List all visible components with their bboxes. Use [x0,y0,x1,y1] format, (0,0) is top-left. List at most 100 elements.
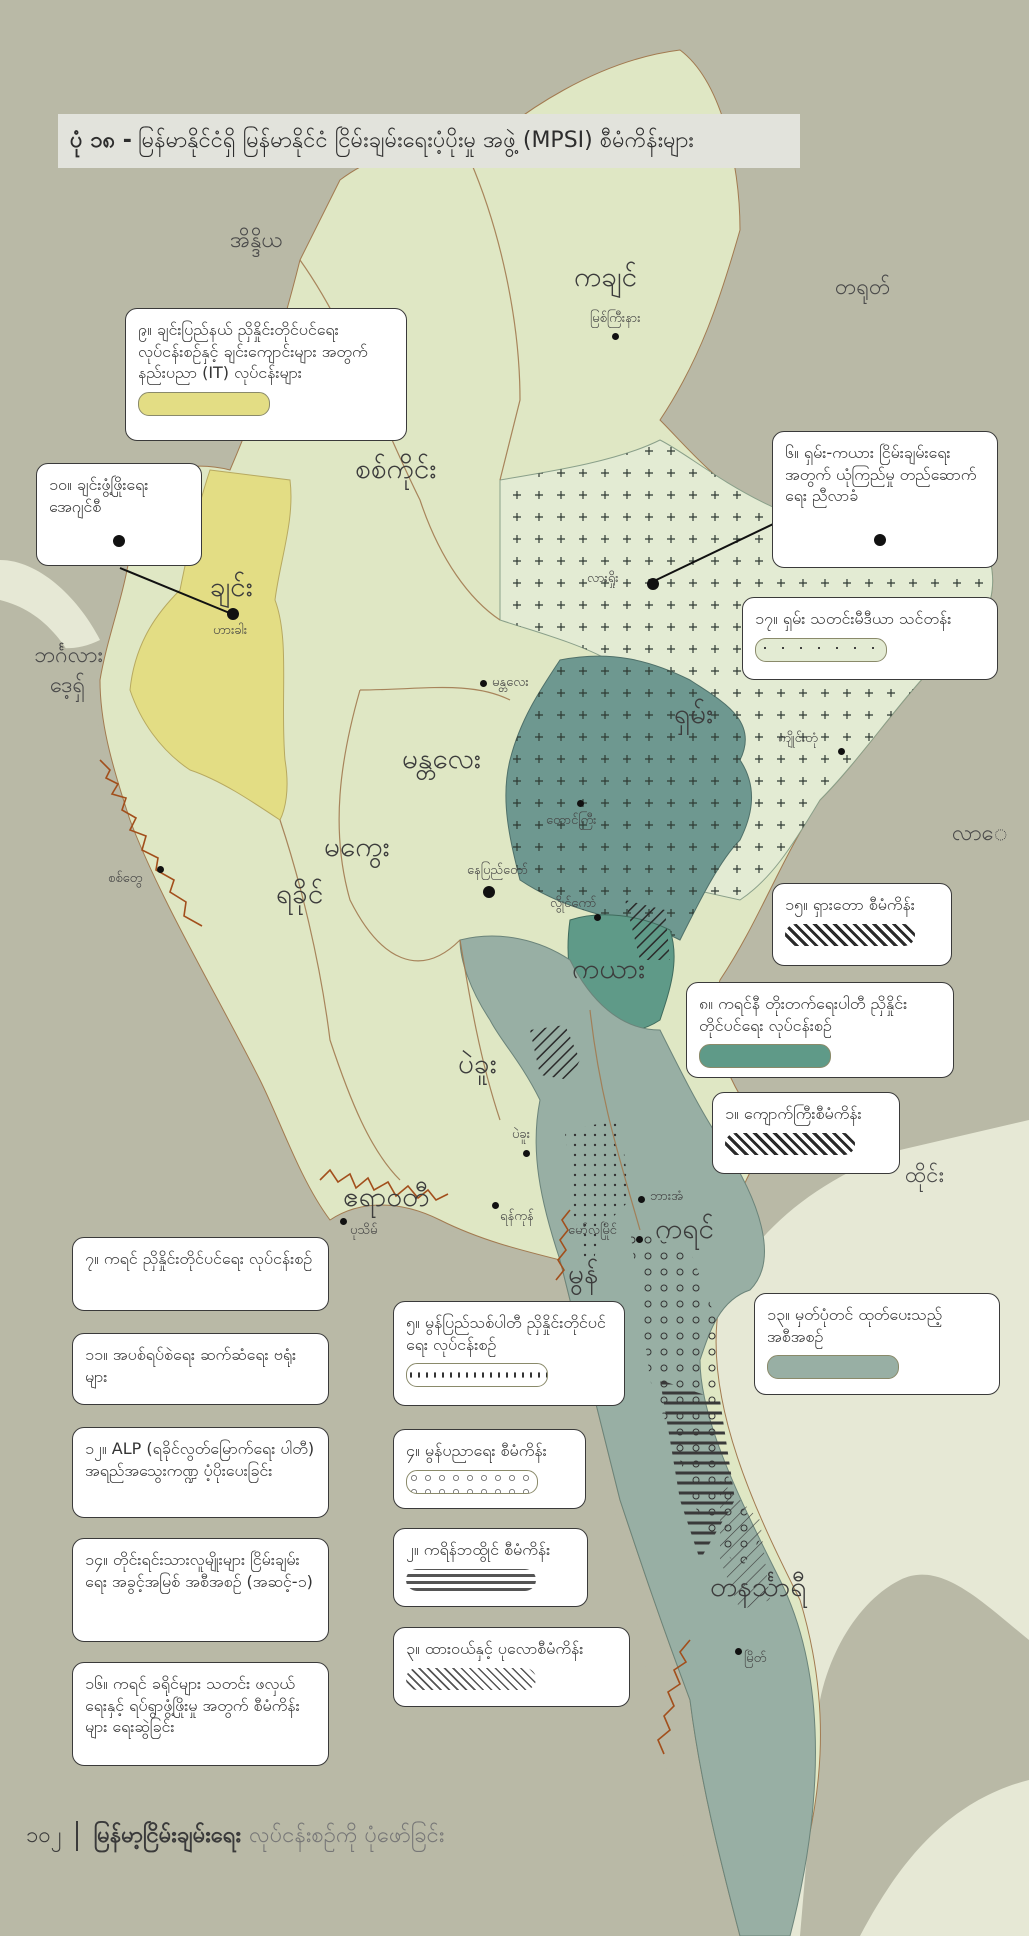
city-dot-hpa-an [638,1196,645,1203]
legend-swatch-4 [406,1469,538,1494]
legend-box-7: ၇။ ကရင် ညှိနှိုင်းတိုင်ပင်ရေး လုပ်ငန်းစဉ… [72,1237,329,1311]
page-footer: ၁၀၂မြန်မာ့ငြိမ်းချမ်းရေးလုပ်ငန်းစဉ်ကို ပ… [26,1820,444,1853]
region-label-bago: ပဲခူး [458,1047,497,1080]
city-dot-hakha [227,608,239,620]
city-label-myeik: မြိတ် [744,1651,767,1666]
region-label-magway: မကွေး [324,830,390,863]
map-title: ပုံ ၁၈ - မြန်မာနိုင်ငံရှိ မြန်မာနိုင်ငံ … [58,114,800,168]
country-label-india: အိန္ဒိယ [230,228,283,253]
region-label-rakhine: ရခိုင် [276,877,324,910]
footer-title-bold: မြန်မာ့ငြိမ်းချမ်းရေး [93,1823,242,1848]
legend-text-1: ၁။ ကျောက်ကြီးစီမံကိန်း [725,1104,862,1123]
legend-box-4: ၄။ မွန်ပညာရေး စီမံကိန်း [393,1429,586,1509]
legend-box-8: ၈။ ကရင်နီ တိုးတက်ရေးပါတီ ညှိနှိုင်းတိုင်… [686,982,954,1078]
legend-swatch-1 [725,1132,855,1155]
region-label-chin: ချင်း [210,570,253,603]
country-label-laos: လာေ [952,821,1008,846]
city-label-lashio: လားရှိုး [587,571,619,586]
city-dot-yangon [492,1202,499,1209]
figure-number: ပုံ ၁၈ - [70,127,132,153]
legend-text-16: ၁၆။ ကရင် ခရိုင်များ သတင်း ဖလှယ်ရေးနှင့် … [85,1674,300,1737]
city-label-hakha: ဟားခါး [213,623,248,638]
legend-box-5: ၅။ မွန်ပြည်သစ်ပါတီ ညှိနှိုင်းတိုင်ပင်ရေး… [393,1301,625,1406]
legend-box-15: ၁၅။ ရှားတော စီမံကိန်း [772,883,952,966]
legend-dot-10 [113,535,125,547]
region-label-sagaing: စစ်ကိုင်း [355,452,437,485]
ragged-coast [99,759,691,1755]
city-dot-bago [523,1150,530,1157]
legend-text-2: ၂။ ကရိန်ဘထွိုင် စီမံကိန်း [406,1540,551,1559]
city-dot-sittwe [157,866,164,873]
country-label-bangladesh-2: ဒေ့ရှ် [50,673,86,698]
region-label-mon: မွန် [568,1257,599,1290]
legend-swatch-8 [699,1044,831,1069]
legend-swatch-13 [767,1355,899,1380]
region-label-tanintharyi: တနင်္သာရီ [710,1570,807,1603]
country-label-china: တရုတ် [835,275,891,300]
region-label-kayah: ကယား [572,952,646,985]
city-dot-mandalay [480,680,487,687]
leader-line-chin [119,567,233,615]
region-label-shan: ရှမ်း [674,697,714,730]
city-label-mandalay: မန္တလေး [492,675,529,690]
legend-text-11: ၁၁။ အပစ်ရပ်စဲရေး ဆက်ဆံရေး ဗရုံးများ [85,1345,297,1386]
legend-text-14: ၁၄။ တိုင်းရင်းသားလူမျိုးများ ငြိမ်းချမ်း… [85,1550,313,1591]
region-label-kachin: ကချင် [574,260,638,293]
footer-divider [75,1821,78,1851]
legend-box-13: ၁၃။ မှတ်ပုံတင် ထုတ်ပေးသည့် အစီအစဉ် [754,1293,1000,1395]
legend-swatch-2 [406,1568,536,1591]
legend-dot-6 [874,534,886,546]
tanintharyi-thinhatch [720,1480,770,1610]
legend-box-10: ၁၀။ ချင်းဖွံ့ဖြိုးရေး အေဂျင်စီ [36,463,202,566]
legend-box-3: ၃။ ထားဝယ်နှင့် ပုလောစီမံကိန်း [393,1627,630,1707]
legend-box-11: ၁၁။ အပစ်ရပ်စဲရေး ဆက်ဆံရေး ဗရုံးများ [72,1333,329,1405]
legend-box-14: ၁၄။ တိုင်းရင်းသားလူမျိုးများ ငြိမ်းချမ်း… [72,1538,329,1642]
region-label-kayin: ကရင် [655,1212,715,1245]
bago-hatch [530,1025,580,1080]
legend-box-2: ၂။ ကရိန်ဘထွိုင် စီမံကိန်း [393,1528,588,1607]
country-label-bangladesh-1: ဘင်္ဂလား [34,643,104,668]
city-label-hpa-an: ဘားအံ [650,1189,684,1204]
legend-text-12: ၁၂။ ALP (ရခိုင်လွတ်မြောက်ရေး ပါတီ) အရည်အ… [85,1439,315,1480]
city-label-pathein: ပုသိမ် [350,1223,378,1238]
legend-text-13: ၁၃။ မှတ်ပုံတင် ထုတ်ပေးသည့် အစီအစဉ် [767,1305,943,1346]
city-dot-mawlamyine [636,1236,643,1243]
legend-box-12: ၁၂။ ALP (ရခိုင်လွတ်မြောက်ရေး ပါတီ) အရည်အ… [72,1427,329,1518]
city-dot-pathein [340,1218,347,1225]
city-label-taunggyi: တောင်ကြီး [546,813,597,828]
legend-text-5: ၅။ မွန်ပြည်သစ်ပါတီ ညှိနှိုင်းတိုင်ပင်ရေး… [406,1313,606,1354]
footer-title-light: လုပ်ငန်းစဉ်ကို ပုံဖော်ခြင်း [249,1823,445,1848]
shan-teal-pattern [505,656,752,940]
southeast-region [459,935,816,1936]
legend-text-7: ၇။ ကရင် ညှိနှိုင်းတိုင်ပင်ရေး လုပ်ငန်းစဉ… [85,1249,313,1268]
legend-text-17: ၁၇။ ရှမ်း သတင်းမီဒီယာ သင်တန်း [755,609,952,628]
legend-box-16: ၁၆။ ကရင် ခရိုင်များ သတင်း ဖလှယ်ရေးနှင့် … [72,1662,329,1766]
legend-text-8: ၈။ ကရင်နီ တိုးတက်ရေးပါတီ ညှိနှိုင်းတိုင်… [699,994,908,1035]
city-dot-myitkyina [612,333,619,340]
leader-line-shan [651,514,793,583]
city-label-myitkyina: မြစ်ကြီးနား [590,311,641,326]
city-dot-taunggyi [577,800,584,807]
figure-title: မြန်မာနိုင်ငံရှိ မြန်မာနိုင်ငံ ငြိမ်းချမ… [137,127,694,153]
chin-region-fill [129,469,292,821]
city-dot-kengtung [838,748,845,755]
legend-text-3: ၃။ ထားဝယ်နှင့် ပုလောစီမံကိန်း [406,1639,584,1658]
city-dot-loikaw [594,914,601,921]
legend-swatch-9 [138,391,270,416]
kayah-hatch [625,900,670,960]
city-label-kengtung: ကျိုင်းတုံ [778,731,818,746]
legend-box-9: ၉။ ချင်းပြည်နယ် ညှိနှိုင်းတိုင်ပင်ရေး လု… [125,308,407,441]
legend-text-4: ၄။ မွန်ပညာရေး စီမံကိန်း [406,1441,547,1460]
legend-text-6: ၆။ ရှမ်း-ကယား ငြိမ်းချမ်းရေး အတွက် ယုံကြ… [785,443,977,506]
city-dot-lashio [647,578,659,590]
city-label-yangon: ရန်ကုန် [500,1209,534,1224]
country-label-thailand: ထိုင်း [905,1163,945,1188]
legend-box-1: ၁။ ကျောက်ကြီးစီမံကိန်း [712,1092,900,1174]
city-label-loikaw: လွိုင်ကော် [550,896,597,911]
city-label-sittwe: စစ်တွေ [108,871,143,886]
legend-text-10: ၁၀။ ချင်းဖွံ့ဖြိုးရေး အေဂျင်စီ [49,475,149,516]
city-label-bago: ပဲခူး [512,1127,531,1142]
city-dot-naypyitaw [483,886,495,898]
legend-swatch-5 [406,1363,548,1388]
